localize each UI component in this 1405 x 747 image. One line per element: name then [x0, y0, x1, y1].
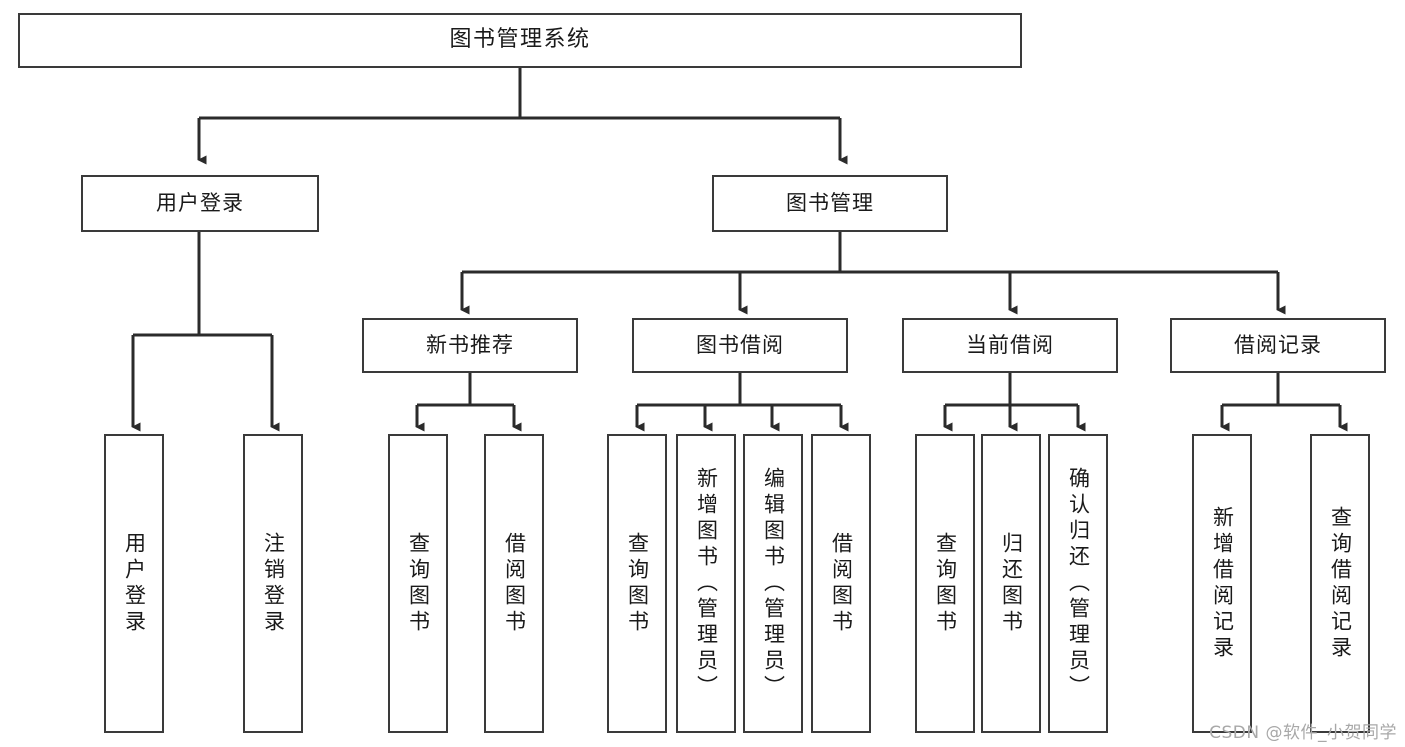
node-label: 编辑图书（管理员）: [761, 466, 786, 701]
node-label: 新增借阅记录: [1210, 505, 1235, 662]
node-label: 借阅图书: [829, 531, 854, 636]
leaf-current-borrow-confirm-return-admin[interactable]: 确认归还（管理员）: [1048, 434, 1108, 733]
leaf-borrow-record-add-record[interactable]: 新增借阅记录: [1192, 434, 1252, 733]
leaf-new-book-borrow-book[interactable]: 借阅图书: [484, 434, 544, 733]
csdn-watermark: CSDN @软件_小贺同学: [1209, 723, 1397, 743]
node-label: 用户登录: [122, 531, 147, 636]
leaf-user-login-login[interactable]: 用户登录: [104, 434, 164, 733]
node-label: 借阅记录: [1234, 333, 1322, 358]
node-label: 注销登录: [261, 531, 286, 636]
node-book-management[interactable]: 图书管理: [712, 175, 948, 232]
leaf-current-borrow-return-book[interactable]: 归还图书: [981, 434, 1041, 733]
node-label: 查询借阅记录: [1328, 505, 1353, 662]
node-label: 图书管理系统: [449, 27, 591, 53]
leaf-book-borrow-borrow-book[interactable]: 借阅图书: [811, 434, 871, 733]
node-label: 图书借阅: [696, 333, 784, 358]
node-label: 查询图书: [933, 531, 958, 636]
node-label: 确认归还（管理员）: [1066, 466, 1091, 701]
node-label: 查询图书: [406, 531, 431, 636]
node-borrow-record[interactable]: 借阅记录: [1170, 318, 1386, 373]
node-label: 用户登录: [156, 191, 244, 216]
leaf-book-borrow-edit-book-admin[interactable]: 编辑图书（管理员）: [743, 434, 803, 733]
node-label: 借阅图书: [502, 531, 527, 636]
node-current-borrow[interactable]: 当前借阅: [902, 318, 1118, 373]
node-label: 查询图书: [625, 531, 650, 636]
node-book-borrow[interactable]: 图书借阅: [632, 318, 848, 373]
node-user-login[interactable]: 用户登录: [81, 175, 319, 232]
leaf-current-borrow-query-book[interactable]: 查询图书: [915, 434, 975, 733]
node-label: 新书推荐: [426, 333, 514, 358]
node-label: 新增图书（管理员）: [694, 466, 719, 701]
leaf-book-borrow-add-book-admin[interactable]: 新增图书（管理员）: [676, 434, 736, 733]
leaf-user-login-logout[interactable]: 注销登录: [243, 434, 303, 733]
node-label: 当前借阅: [966, 333, 1054, 358]
node-new-book-recommend[interactable]: 新书推荐: [362, 318, 578, 373]
node-root-book-management-system[interactable]: 图书管理系统: [18, 13, 1022, 68]
leaf-book-borrow-query-book[interactable]: 查询图书: [607, 434, 667, 733]
leaf-new-book-query-book[interactable]: 查询图书: [388, 434, 448, 733]
node-label: 归还图书: [999, 531, 1024, 636]
node-label: 图书管理: [786, 191, 874, 216]
leaf-borrow-record-query-record[interactable]: 查询借阅记录: [1310, 434, 1370, 733]
